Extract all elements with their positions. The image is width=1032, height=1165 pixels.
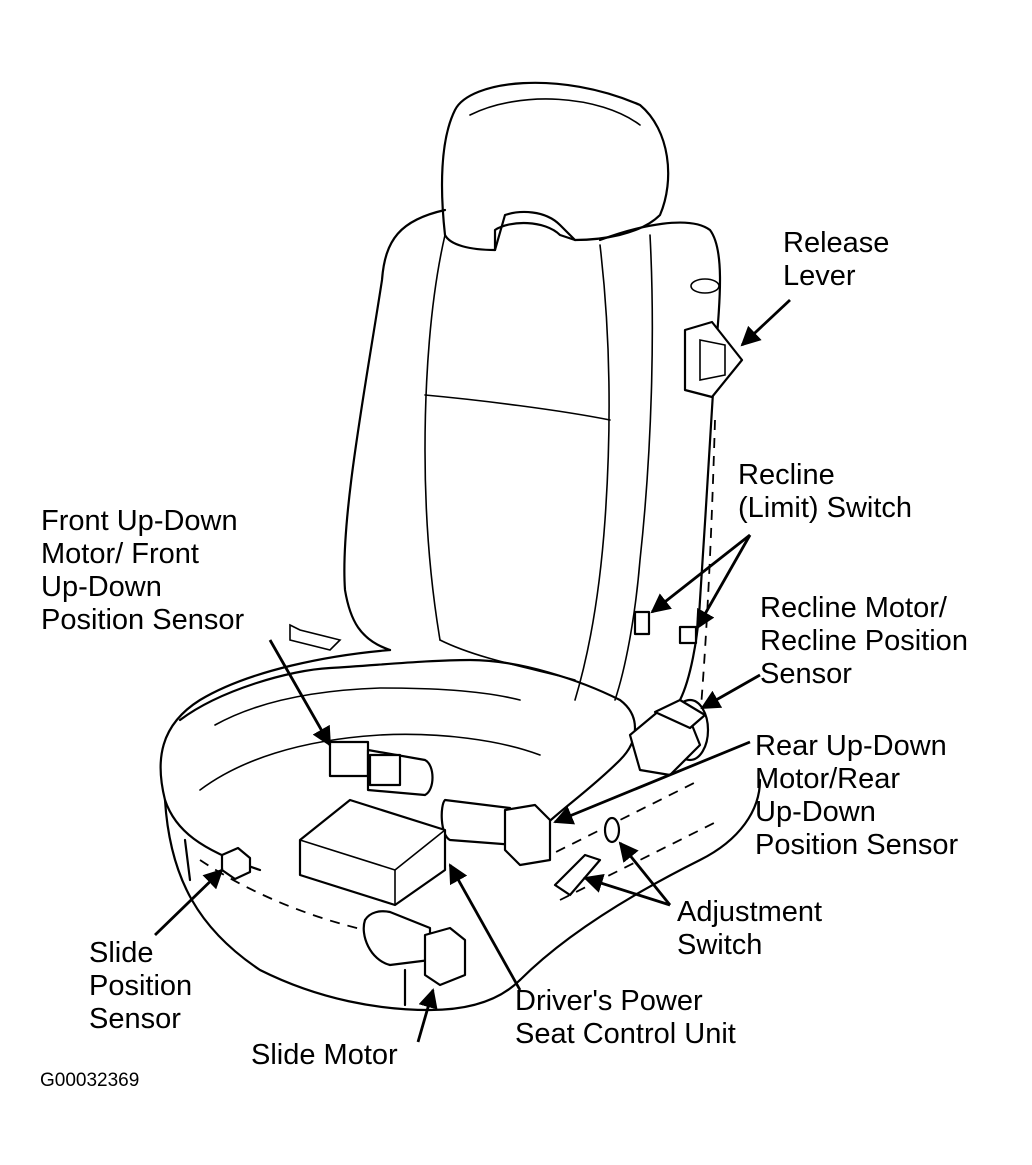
recline-limit-switches (633, 610, 698, 645)
release-lever (683, 320, 744, 399)
headrest (440, 81, 670, 252)
label-recline-limit-switch: Recline (Limit) Switch (738, 459, 913, 524)
label-adjustment-switch: Adjustment Switch (677, 896, 823, 961)
seat-back (343, 208, 722, 721)
adjustment-switches (553, 816, 621, 897)
slide-position-sensor (220, 846, 252, 881)
rear-updown-motor (440, 798, 552, 867)
slide-motor (362, 910, 467, 987)
figure-code: G00032369 (40, 1070, 140, 1091)
label-front-updown-motor: Front Up-Down Motor/ Front Up-Down Posit… (41, 505, 245, 636)
label-release-lever: Release Lever (783, 227, 890, 292)
front-updown-motor (328, 740, 434, 797)
label-control-unit: Driver's Power Seat Control Unit (515, 985, 736, 1050)
recline-motor (628, 698, 710, 777)
leader-arrows (154, 298, 791, 1043)
label-slide-position-sensor: Slide Position Sensor (89, 937, 193, 1035)
label-rear-updown-motor: Rear Up-Down Motor/Rear Up-Down Position… (755, 730, 959, 861)
label-recline-motor: Recline Motor/ Recline Position Sensor (760, 592, 968, 690)
label-slide-motor: Slide Motor (251, 1039, 398, 1071)
control-unit-box (298, 798, 447, 907)
